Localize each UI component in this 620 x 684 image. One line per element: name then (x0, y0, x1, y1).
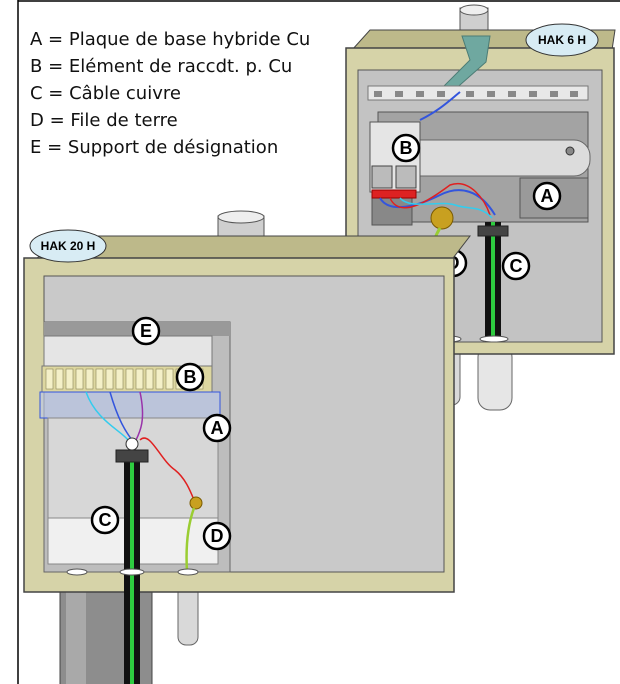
hak20-marker-b: B (184, 367, 197, 387)
hak20-ground-wire (185, 507, 196, 573)
hak20-marker-e: E (140, 321, 152, 341)
hak20-marker-a: A (211, 418, 224, 438)
hak6-marker-a: A (541, 186, 554, 206)
hak6-label-bubble (525, 23, 599, 57)
legend-item-b: B = Elément de raccdt. p. Cu (30, 56, 293, 77)
legend-item-d: D = File de terre (30, 110, 178, 131)
legend-item-c: C = Câble cuivre (30, 83, 181, 104)
legend-item-e: E = Support de désignation (30, 137, 279, 158)
hak20-label: HAK 20 H (41, 239, 96, 253)
hak20-ground-clamp (189, 496, 203, 510)
legend: A = Plaque de base hybride Cu B = Elémen… (30, 26, 310, 161)
hak6-ground-clamp (430, 206, 454, 230)
hak20-marker-d: D (211, 526, 224, 546)
legend-item-a: A = Plaque de base hybride Cu (30, 29, 311, 50)
hak20-box: HAK 20 H E B A C D (23, 210, 472, 684)
hak6-marker-b: B (400, 138, 413, 158)
hak6-label: HAK 6 H (538, 33, 586, 47)
hak6-bar (399, 139, 591, 177)
hak20-base-plate (39, 391, 221, 419)
hak20-designation-support (43, 335, 213, 367)
hak20-label-bubble (29, 229, 107, 263)
hak6-marker-c: C (510, 256, 523, 276)
hak20-marker-c: C (99, 510, 112, 530)
